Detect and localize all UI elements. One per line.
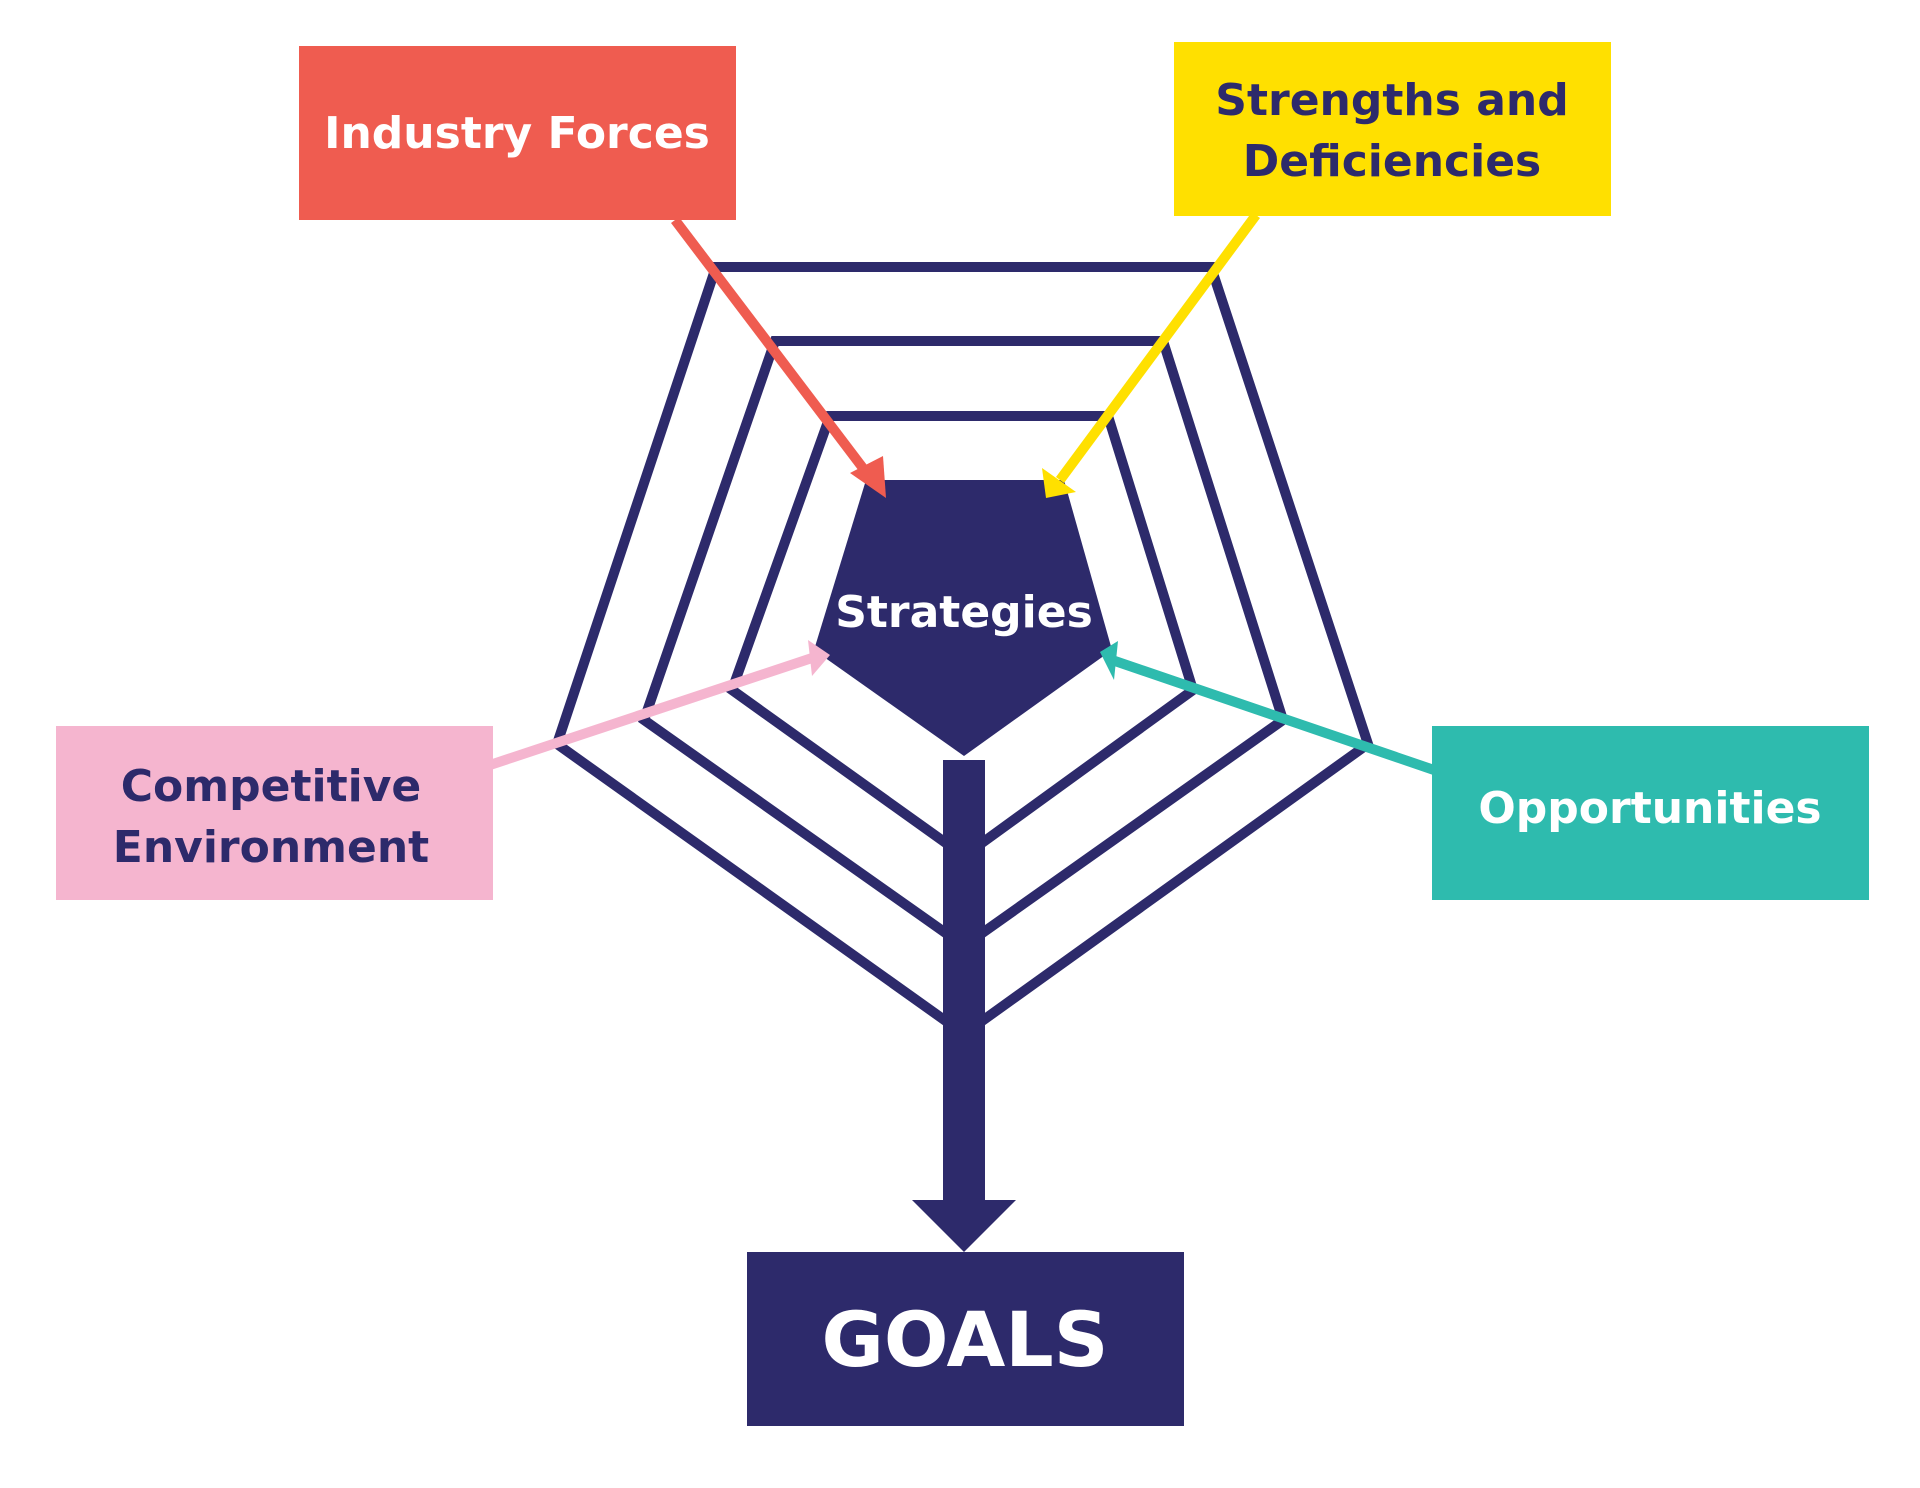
strategies-core (814, 480, 1112, 756)
strengths-deficiencies-arrow (1042, 212, 1261, 498)
industry-forces-box: Industry Forces (299, 46, 736, 220)
competitive-environment-label-line1: Competitive (121, 761, 421, 812)
inner-pentagon-ring (726, 411, 1199, 863)
strengths-deficiencies-label-line2: Deficiencies (1243, 136, 1542, 187)
opportunities-box: Opportunities (1432, 726, 1869, 900)
outer-pentagon-ring (551, 262, 1374, 1041)
goals-shaft (943, 760, 985, 1210)
opportunities-label: Opportunities (1478, 783, 1821, 834)
industry-forces-arrow (671, 216, 886, 498)
goals-arrowhead (912, 1200, 1016, 1252)
competitive-environment-arrow (488, 640, 830, 770)
middle-pentagon-ring (638, 336, 1289, 953)
pentagon-rings (551, 262, 1374, 1041)
opportunities-arrow (1100, 641, 1436, 775)
strengths-deficiencies-label-line1: Strengths and (1215, 75, 1568, 126)
industry-forces-label: Industry Forces (324, 108, 710, 159)
strategies-label: Strategies (835, 587, 1093, 638)
goals-label: GOALS (822, 1295, 1109, 1384)
competitive-environment-box: Competitive Environment (56, 726, 493, 900)
strengths-deficiencies-box: Strengths and Deficiencies (1174, 42, 1611, 216)
competitive-environment-label-line2: Environment (113, 822, 429, 873)
goals-box: GOALS (747, 1252, 1184, 1426)
